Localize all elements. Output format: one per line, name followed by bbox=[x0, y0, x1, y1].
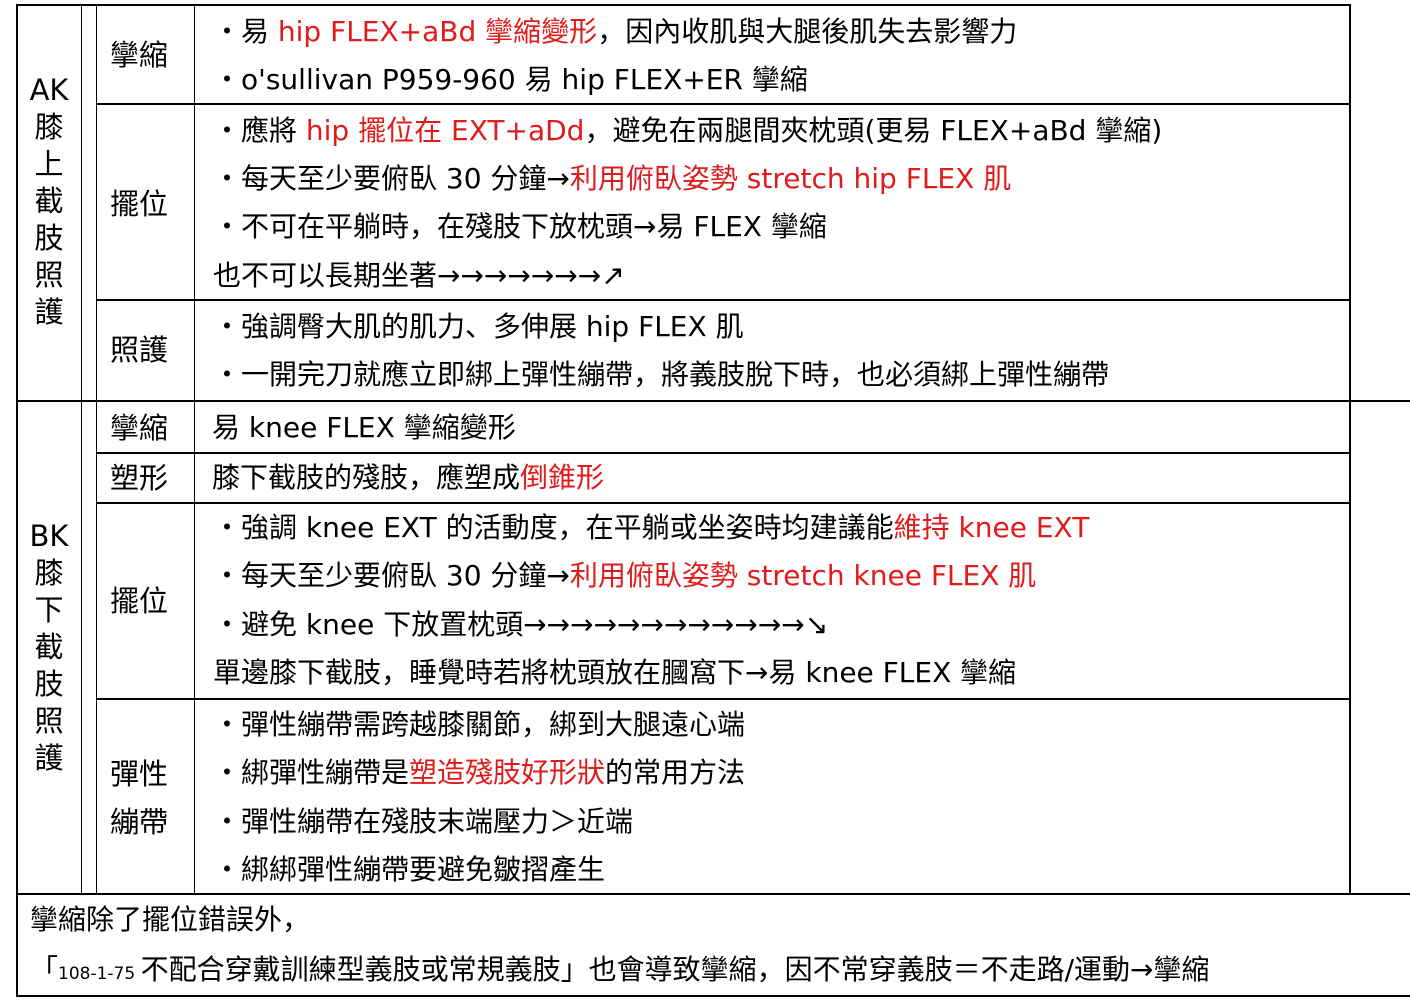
line-text: ・彈性繃帶需跨越膝關節，綁到大腿遠心端 bbox=[213, 708, 746, 741]
line-text: 膝下截肢的殘肢，應塑成 bbox=[212, 461, 521, 494]
line-text: ・o'sullivan P959-960 易 hip FLEX+ER 攣縮 bbox=[213, 63, 808, 96]
footer-open-quote: 「 bbox=[30, 953, 59, 986]
footer-exam-reference: 108-1-75 bbox=[58, 964, 141, 984]
ak-category-care: 照護 bbox=[110, 333, 169, 367]
ak-label-char: 護 bbox=[34, 295, 64, 329]
ak-label-char: AK bbox=[29, 73, 69, 107]
bk-category-bandage: 彈性 繃帶 bbox=[110, 750, 168, 846]
bk-line: 膝下截肢的殘肢，應塑成倒錐形 bbox=[212, 458, 604, 498]
ak-category-positioning: 擺位 bbox=[110, 187, 169, 221]
ak-line: 也不可以長期坐著→→→→→→→↗ bbox=[213, 256, 625, 296]
line-text: ・綁綁彈性繃帶要避免皺摺產生 bbox=[213, 853, 606, 886]
line-text: ・強調臀大肌的肌力、多伸展 hip FLEX 肌 bbox=[213, 310, 744, 343]
highlight-text: 利用俯臥姿勢 stretch knee FLEX 肌 bbox=[569, 559, 1037, 592]
line-text: 單邊膝下截肢，睡覺時若將枕頭放在膕窩下→易 knee FLEX 攣縮 bbox=[213, 656, 1017, 689]
bk-label-char: 下 bbox=[34, 593, 64, 627]
line-text: ・不可在平躺時，在殘肢下放枕頭→易 FLEX 攣縮 bbox=[213, 210, 827, 243]
highlight-text: hip 擺位在 EXT+aDd bbox=[305, 114, 585, 147]
line-text: ・強調 knee EXT 的活動度，在平躺或坐姿時均建議能 bbox=[213, 511, 894, 544]
bk-line: ・彈性繃帶在殘肢末端壓力＞近端 bbox=[213, 802, 633, 842]
line-text: 也不可以長期坐著→→→→→→→↗ bbox=[213, 259, 625, 292]
ak-label-char: 上 bbox=[34, 147, 64, 181]
line-text: 易 knee FLEX 攣縮變形 bbox=[212, 411, 516, 444]
bk-category-bandage-line2: 繃帶 bbox=[110, 805, 169, 839]
line-text: ・應將 bbox=[213, 114, 306, 147]
bk-label-char: 截 bbox=[34, 630, 64, 664]
ak-label-char: 膝 bbox=[34, 110, 64, 144]
highlight-text: hip FLEX+aBd 攣縮變形 bbox=[277, 15, 598, 48]
line-text: ・每天至少要俯臥 30 分鐘→ bbox=[213, 559, 570, 592]
bk-line: 單邊膝下截肢，睡覺時若將枕頭放在膕窩下→易 knee FLEX 攣縮 bbox=[213, 653, 1016, 693]
ak-line: ・o'sullivan P959-960 易 hip FLEX+ER 攣縮 bbox=[213, 60, 808, 100]
bk-category-contracture: 攣縮 bbox=[110, 411, 169, 445]
bk-category-bandage-line1: 彈性 bbox=[110, 757, 169, 791]
bk-section-label: BK 膝 下 截 肢 照 護 bbox=[29, 518, 69, 777]
bk-line: ・彈性繃帶需跨越膝關節，綁到大腿遠心端 bbox=[213, 705, 745, 745]
bk-line: ・強調 knee EXT 的活動度，在平躺或坐姿時均建議能維持 knee EXT bbox=[213, 508, 1089, 548]
ak-section-label: AK 膝 上 截 肢 照 護 bbox=[29, 72, 69, 331]
bk-label-char: 護 bbox=[34, 741, 64, 775]
footer-line-2-text: 不配合穿戴訓練型義肢或常規義肢」也會導致攣縮，因不常穿義肢＝不走路/運動→攣縮 bbox=[140, 953, 1210, 986]
bk-line: ・綁綁彈性繃帶要避免皺摺產生 bbox=[213, 850, 605, 890]
bk-line: ・綁彈性繃帶是塑造殘肢好形狀的常用方法 bbox=[213, 753, 745, 793]
bk-label-char: BK bbox=[29, 519, 69, 553]
ak-line: ・不可在平躺時，在殘肢下放枕頭→易 FLEX 攣縮 bbox=[213, 207, 827, 247]
ak-label-char: 照 bbox=[34, 258, 64, 292]
line-text: ・綁彈性繃帶是 bbox=[213, 756, 410, 789]
highlight-text: 倒錐形 bbox=[520, 461, 605, 494]
line-text: ・易 bbox=[213, 15, 278, 48]
ak-category-contracture: 攣縮 bbox=[110, 38, 169, 72]
bk-category-positioning: 擺位 bbox=[110, 584, 169, 618]
highlight-text: 維持 knee EXT bbox=[893, 511, 1090, 544]
bk-label-char: 膝 bbox=[34, 556, 64, 590]
line-text: ・彈性繃帶在殘肢末端壓力＞近端 bbox=[213, 805, 634, 838]
ak-line: ・一開完刀就應立即綁上彈性繃帶，將義肢脫下時，也必須綁上彈性繃帶 bbox=[213, 355, 1109, 395]
bk-label-char: 照 bbox=[34, 704, 64, 738]
line-text: ・每天至少要俯臥 30 分鐘→ bbox=[213, 162, 570, 195]
ak-label-char: 截 bbox=[34, 184, 64, 218]
ak-line: ・每天至少要俯臥 30 分鐘→利用俯臥姿勢 stretch hip FLEX 肌 bbox=[213, 159, 1011, 199]
line-text: ・一開完刀就應立即綁上彈性繃帶，將義肢脫下時，也必須綁上彈性繃帶 bbox=[213, 358, 1110, 391]
line-text: ，因內收肌與大腿後肌失去影響力 bbox=[597, 15, 1018, 48]
footer-line-2: 「108-1-75 不配合穿戴訓練型義肢或常規義肢」也會導致攣縮，因不常穿義肢＝… bbox=[30, 950, 1210, 994]
line-text: 的常用方法 bbox=[605, 756, 746, 789]
bk-category-shaping: 塑形 bbox=[110, 461, 169, 495]
ak-line: ・強調臀大肌的肌力、多伸展 hip FLEX 肌 bbox=[213, 307, 744, 347]
bk-line: 易 knee FLEX 攣縮變形 bbox=[212, 408, 516, 448]
ak-line: ・應將 hip 擺位在 EXT+aDd，避免在兩腿間夾枕頭(更易 FLEX+aB… bbox=[213, 111, 1162, 151]
ak-label-char: 肢 bbox=[34, 221, 64, 255]
ak-line: ・易 hip FLEX+aBd 攣縮變形，因內收肌與大腿後肌失去影響力 bbox=[213, 12, 1017, 52]
highlight-text: 塑造殘肢好形狀 bbox=[409, 756, 606, 789]
bk-line: ・避免 knee 下放置枕頭→→→→→→→→→→→→↘ bbox=[213, 605, 828, 645]
footer-line-1: 攣縮除了擺位錯誤外， bbox=[30, 903, 311, 936]
bk-label-char: 肢 bbox=[34, 667, 64, 701]
line-text: ，避免在兩腿間夾枕頭(更易 FLEX+aBd 攣縮) bbox=[584, 114, 1163, 147]
line-text: ・避免 knee 下放置枕頭→→→→→→→→→→→→↘ bbox=[213, 608, 829, 641]
highlight-text: 利用俯臥姿勢 stretch hip FLEX 肌 bbox=[569, 162, 1012, 195]
bk-line: ・每天至少要俯臥 30 分鐘→利用俯臥姿勢 stretch knee FLEX … bbox=[213, 556, 1036, 596]
